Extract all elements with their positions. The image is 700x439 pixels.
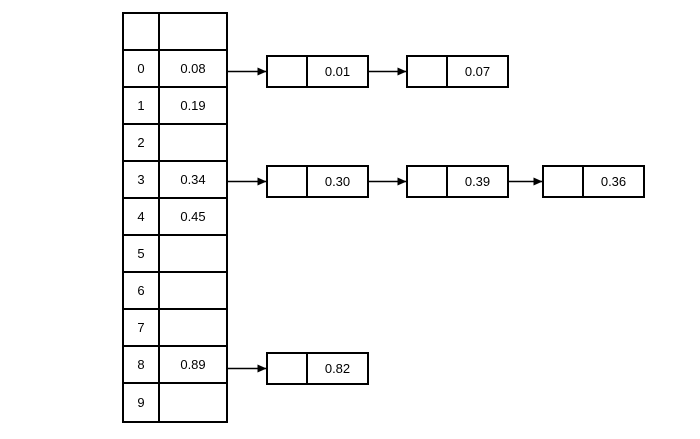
chain-1-node-2-value: 0.36	[600, 174, 627, 189]
chain-0-node-0-pointer-cell	[268, 57, 308, 86]
bucket-index-3: 3	[124, 162, 160, 197]
chain-0-node-1[interactable]: 0.07	[406, 55, 509, 88]
bucket-row-8[interactable]: 8 0.89	[124, 347, 226, 384]
bucket-index-1: 1	[124, 88, 160, 123]
bucket-row-9[interactable]: 9	[124, 384, 226, 421]
chain-1-node-2[interactable]: 0.36	[542, 165, 645, 198]
bucket-row-1[interactable]: 1 0.19	[124, 88, 226, 125]
bucket-index-6: 6	[124, 273, 160, 308]
bucket-index-0: 0	[124, 51, 160, 86]
chain-1-node-1[interactable]: 0.39	[406, 165, 509, 198]
bucket-value-1: 0.19	[180, 98, 206, 113]
bucket-index-9: 9	[124, 384, 160, 421]
bucket-index-7: 7	[124, 310, 160, 345]
bucket-row-0[interactable]: 0 0.08	[124, 51, 226, 88]
bucket-value-7	[160, 310, 226, 345]
bucket-value-2	[160, 125, 226, 160]
chain-2-node-0-value: 0.82	[324, 361, 351, 376]
chain-1-node-0-pointer-cell	[268, 167, 308, 196]
hash-bucket-table: 0 0.08 1 0.19 2 3 0.34 4 0.45 5 6 7	[122, 12, 228, 423]
chain-1-node-1-value: 0.39	[464, 174, 491, 189]
bucket-index-2: 2	[124, 125, 160, 160]
bucket-value-8: 0.89	[180, 357, 206, 372]
bucket-value-6	[160, 273, 226, 308]
bucket-row-5[interactable]: 5	[124, 236, 226, 273]
chain-2-node-0-pointer-cell	[268, 354, 308, 383]
bucket-value-9	[160, 384, 226, 421]
chain-1-node-0[interactable]: 0.30	[266, 165, 369, 198]
bucket-row-4[interactable]: 4 0.45	[124, 199, 226, 236]
bucket-row-7[interactable]: 7	[124, 310, 226, 347]
bucket-value-5	[160, 236, 226, 271]
bucket-value-4: 0.45	[180, 209, 206, 224]
bucket-row-6[interactable]: 6	[124, 273, 226, 310]
chain-1-node-1-pointer-cell	[408, 167, 448, 196]
chain-0-node-0-value: 0.01	[324, 64, 351, 79]
table-header-row	[124, 14, 226, 51]
chain-0-node-1-value: 0.07	[464, 64, 491, 79]
chain-1-node-0-value: 0.30	[324, 174, 351, 189]
bucket-row-2[interactable]: 2	[124, 125, 226, 162]
bucket-index-4: 4	[124, 199, 160, 234]
chain-1-node-2-pointer-cell	[544, 167, 584, 196]
chain-0-node-0[interactable]: 0.01	[266, 55, 369, 88]
bucket-index-8: 8	[124, 347, 160, 382]
bucket-value-0: 0.08	[180, 61, 206, 76]
table-header-value-cell	[160, 14, 226, 49]
table-header-index-cell	[124, 14, 160, 49]
bucket-index-5: 5	[124, 236, 160, 271]
bucket-value-3: 0.34	[180, 172, 206, 187]
chain-2-node-0[interactable]: 0.82	[266, 352, 369, 385]
chain-0-node-1-pointer-cell	[408, 57, 448, 86]
bucket-row-3[interactable]: 3 0.34	[124, 162, 226, 199]
